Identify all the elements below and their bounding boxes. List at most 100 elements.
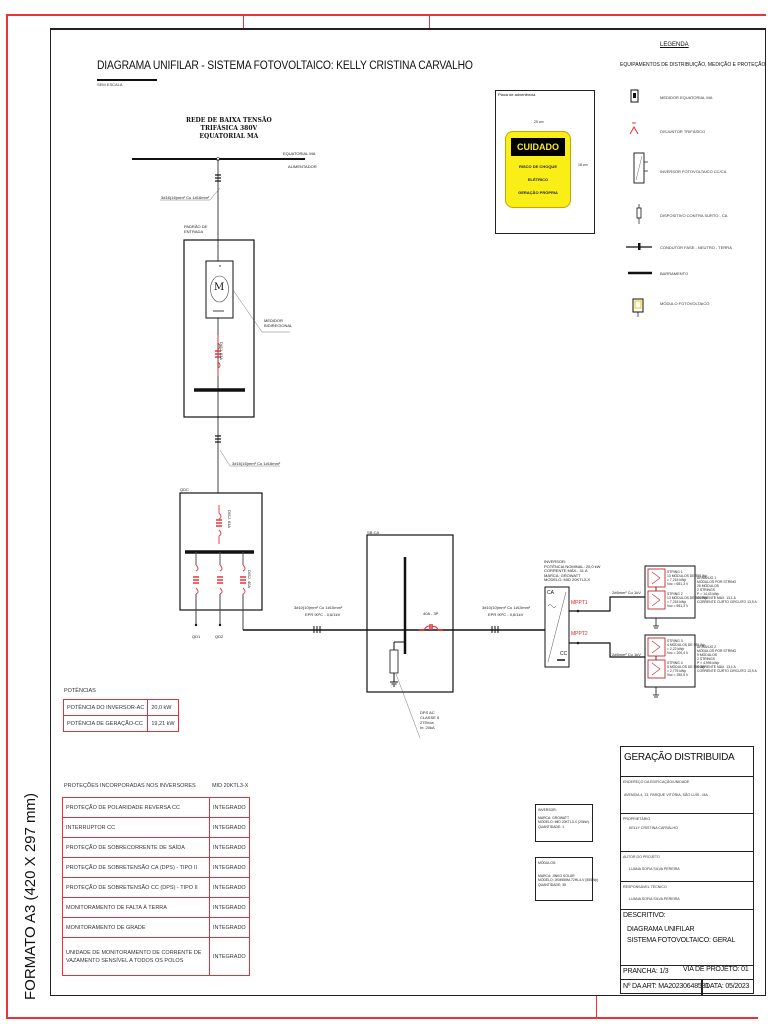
cable-3-label-1: 3#10(10)mm² Cu 1#10mm² <box>294 605 343 610</box>
array-line: 2 STRINGS <box>697 657 715 661</box>
equipment-line: MÓDULOS: <box>538 861 557 865</box>
string-line: STRING 1 <box>667 570 683 574</box>
tb-date: DATA: 05/2023 <box>705 983 750 990</box>
tb-owner-row: PROPRIETÁRIO KELLY CRISTINA CARVALHO <box>621 814 753 852</box>
conductor-marks-1 <box>215 174 221 443</box>
tb-owner-label: PROPRIETÁRIO <box>623 817 651 821</box>
legend-item-pv-module: MÓDULO FOTOVOLTAICO <box>660 301 710 306</box>
meter-label: MEDIDOR BIDIRECIONAL <box>264 318 293 328</box>
inverter-equipment-text: INVERSOR: MARCA: GROWATT MODELO: MID 20K… <box>538 808 589 829</box>
tb-header: GERAÇÃO DISTRIBUIDA <box>624 752 735 763</box>
string-3-info: STRING 3 4 MÓDULOS DE 555 Wp = 2,22 kWp … <box>667 639 705 655</box>
diagram-title: DIAGRAMA UNIFILAR - SISTEMA FOTOVOLTAICO… <box>97 60 473 72</box>
inverter-spec-line: INVERSOR: <box>544 559 567 564</box>
breaker-1-label: DISJ. 63A <box>219 342 224 361</box>
modules-equipment-text: MÓDULOS: MARCA: JINKO SOLAR MODELO: JKM5… <box>538 861 598 887</box>
circuit-1-label: QD1 <box>192 634 201 639</box>
inverter-ac-label: CA <box>547 590 554 596</box>
equipment-line: MODELO: MID 20KTL3-X (20kW) <box>538 820 589 824</box>
tb-desc-line2: SISTEMA FOTOVOLTAICO: GERAL <box>627 937 736 944</box>
array-line: 26 MÓDULOS <box>697 584 719 588</box>
meter-box-label: PADRÃO DE ENTRADA <box>184 224 208 234</box>
array-1-info: ARRANJO 1 MÓDULOS POR STRING 26 MÓDULOS … <box>697 576 757 604</box>
equipment-line: MARCA: JINKO SOLAR <box>538 873 575 878</box>
dc-cable-1-label: 2#6mm² Cu 1kV <box>612 590 641 595</box>
string-line: = 2,22 kWp <box>667 647 685 651</box>
qdc-box <box>179 492 263 611</box>
protection-row: UNIDADE DE MONITORAMENTO DE CORRENTE DE … <box>62 937 250 976</box>
frame-top <box>6 14 766 16</box>
warning-height-dim: 18 cm <box>578 163 588 167</box>
inverter-spec-line: POTÊNCIA NOMINAL: 20,0 kW <box>544 563 601 569</box>
frame-tick-2 <box>429 14 430 28</box>
powers-title: POTÊNCIAS <box>64 688 96 694</box>
warning-sign-caption: Placa de advertência <box>498 92 536 97</box>
tb-sheet-no: PRANCHA: 1/3 <box>623 968 669 975</box>
meter-icon <box>630 89 639 103</box>
warning-width-dim: 25 cm <box>534 120 544 124</box>
tb-author-label: AUTOR DO PROJETO <box>623 855 660 859</box>
tb-address-value: AVENIDA 4, 13, PARQUE VITÓRIA, SÃO LUÍS … <box>624 793 708 797</box>
tb-sheet-row: PRANCHA: 1/3 VIA DE PROJETO: 01 <box>621 966 753 980</box>
qdc-main-breaker-label: DISJ. 63A <box>227 510 232 529</box>
pole-label: ALIMENTADOR <box>288 164 317 169</box>
string-line: STRING 4 <box>667 661 683 665</box>
dps-label: DPS AC CLASSE II 275Vca In: 20kA <box>420 710 439 730</box>
tb-art-row: Nº DA ART: MA20230648581 DATA: 05/2023 <box>621 980 753 995</box>
string-line: = 7,215 kWp <box>667 578 687 582</box>
inverter-spec-line: CORRENTE MÁX.: 31 A <box>544 568 588 573</box>
protection-value: INTEGRADO <box>209 837 250 858</box>
tb-address-label: ENDEREÇO DA EDIFICAÇÃO/UNIDADE <box>623 780 690 784</box>
array-line: CORRENTE CURTO CIRCUITO 13,9 A <box>697 600 757 604</box>
string-line: = 2,775 kWp <box>667 669 687 673</box>
surge-protector-icon <box>636 204 642 224</box>
sb-ca-box <box>366 534 454 693</box>
legend-item-meter: MEDIDOR EQUATORIAL MA <box>660 95 713 100</box>
string-2-info: STRING 2 13 MÓDULOS DE 555 Wp = 7,215 kW… <box>667 592 707 608</box>
array-line: P = 14,43 kWp <box>697 592 720 596</box>
array-line: CORRENTE CURTO CIRCUITO 13,9 A <box>697 669 757 673</box>
powers-label: POTÊNCIA DE GERAÇÃO-CC <box>62 715 149 732</box>
legend-item-breaker: DISJUNTOR TRIFÁSICO <box>660 129 706 134</box>
warning-sign-panel: Placa de advertência 25 cm 18 cm CUIDADO… <box>495 90 595 234</box>
dps-line: 275Vca <box>420 720 434 725</box>
string-line: Voc = 651,3 V <box>667 604 689 608</box>
inverter-spec-line: MARCA: GROWATT <box>544 572 581 578</box>
array-line: ARRANJO 2 <box>697 645 717 649</box>
protection-label: PROTEÇÃO DE SOBRETENSÃO CC (DPS) - TIPO … <box>62 877 210 898</box>
inverter-dc-label: CC <box>560 651 568 657</box>
protections-model: MID 20KTL3-X <box>212 783 249 789</box>
protections-title: PROTEÇÕES INCORPORADAS NOS INVERSORES <box>64 783 196 789</box>
tb-address-row: ENDEREÇO DA EDIFICAÇÃO/UNIDADE AVENIDA 4… <box>621 777 753 814</box>
array-line: P = 4,995 kWp <box>697 661 720 665</box>
inverter-icon <box>633 152 648 184</box>
legend-item-surge: DISPOSITIVO CONTRA SURTO - CA <box>660 213 728 218</box>
network-line-3: EQUATORIAL MA <box>199 133 259 140</box>
cable-4-label-1: 3#10(10)mm² Cu 1#10mm² <box>482 605 531 610</box>
pv-array-1 <box>644 565 696 629</box>
frame-bottom <box>6 1017 758 1019</box>
tb-tech-label: RESPONSÁVEL TÉCNICO <box>623 885 667 889</box>
tb-desc-row: DESCRITIVO: DIAGRAMA UNIFILAR SISTEMA FO… <box>621 910 753 966</box>
legend-item-inverter: INVERSOR FOTOVOLTAICO CC/CA <box>660 169 727 174</box>
array-line: 9 MÓDULOS <box>697 653 717 657</box>
scale-note: SEM ESCALA <box>97 82 123 87</box>
breaker-sb <box>419 624 443 631</box>
legend-item-busbar: BARRAMENTO <box>660 271 689 276</box>
string-line: 13 MÓDULOS DE 555 Wp <box>667 596 708 600</box>
protection-label: MONITORAMENTO DE FALTA À TERRA <box>62 897 210 918</box>
inverter-specs: INVERSOR: POTÊNCIA NOMINAL: 20,0 kW CORR… <box>544 559 601 583</box>
array-2-info: ARRANJO 2 MÓDULOS POR STRING 9 MÓDULOS 2… <box>697 645 757 673</box>
equipment-line: MARCA: GROWATT <box>538 815 570 820</box>
tb-author-row: AUTOR DO PROJETO LUANA SOFIA SILVA PEREI… <box>621 852 753 882</box>
string-line: = 7,215 kWp <box>667 600 687 604</box>
array-line: MÓDULOS POR STRING <box>697 649 737 653</box>
cable-4-label-2: EPR 90ºC - 0,6/1kV <box>488 612 524 617</box>
protection-label: MONITORAMENTO DE GRADE <box>62 917 210 938</box>
equipment-line: INVERSOR: <box>538 808 557 812</box>
inverter-spec-line: MODELO: MID 20KTL3-X <box>544 577 591 582</box>
meter-box <box>183 239 255 418</box>
